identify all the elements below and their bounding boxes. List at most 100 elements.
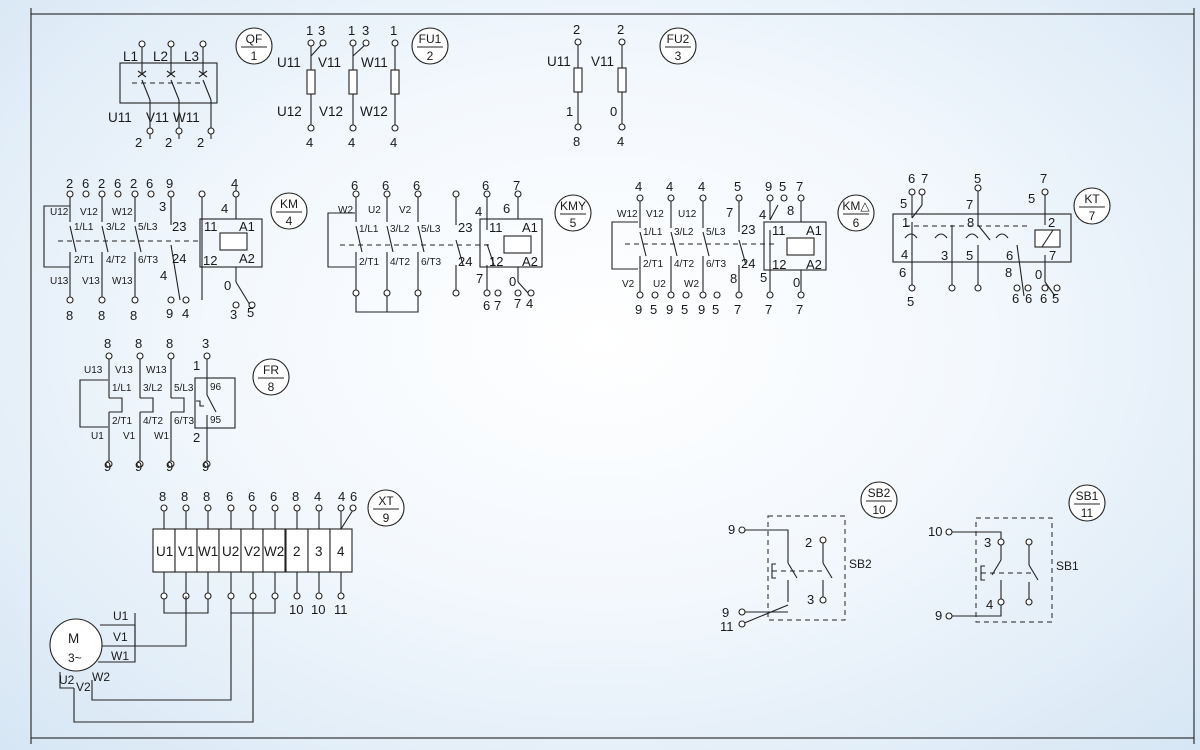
km-top-num: 6 <box>82 176 89 191</box>
qf-breaker <box>119 40 218 139</box>
tag-fu1: FU1 2 <box>411 27 449 65</box>
xt-bottom-num: 10 <box>311 602 325 617</box>
kmd-phase-top: V12 <box>646 209 664 220</box>
fr-bottom-num: 9 <box>135 459 142 474</box>
sb2-contact: 3 <box>807 592 814 607</box>
kmd-aux: 11 <box>772 223 786 238</box>
tag-xt-num: 9 <box>383 511 390 525</box>
kmy-top-num: 6 <box>413 178 420 193</box>
tag-kmd-num: 6 <box>853 216 860 230</box>
kmy-top-num: 6 <box>351 178 358 193</box>
kmy-aux: 12 <box>489 254 503 269</box>
tag-qf-name: QF <box>246 32 263 46</box>
fr-aux: 95 <box>210 415 222 426</box>
kmd-aux: 8 <box>787 203 794 218</box>
kmd-top-num: 7 <box>796 179 803 194</box>
sb1-left-num: 10 <box>928 524 942 539</box>
tag-sb2-num: 10 <box>872 503 886 517</box>
sb2-contact: 2 <box>805 535 812 550</box>
kt-label: 7 <box>1049 248 1056 263</box>
km-top-num: 6 <box>114 176 121 191</box>
kt-label: 1 <box>902 215 909 230</box>
kmy-bottom-num: 6 <box>483 298 490 313</box>
qf-bottom-num: 2 <box>165 135 172 150</box>
kt-bottom-num: 5 <box>907 294 914 309</box>
qf-bottom-num: 2 <box>135 135 142 150</box>
kmd-bottom-num: 7 <box>734 302 741 317</box>
kmy-contactor <box>327 190 543 313</box>
km-contactor <box>43 188 263 309</box>
fr-pole-bot: 6/T3 <box>174 416 194 427</box>
xt-cell: U1 <box>156 544 173 559</box>
fr-bottom-num: 9 <box>202 459 209 474</box>
xt-cell: 4 <box>337 544 345 559</box>
fr-phase-bot: V1 <box>123 431 136 442</box>
kt-label: 6 <box>899 265 906 280</box>
km-aux: 24 <box>172 251 186 266</box>
fr-top-num: 8 <box>104 336 111 351</box>
km-top-num: 2 <box>66 176 73 191</box>
tag-kt-name: KT <box>1084 192 1100 206</box>
fr-aux: 2 <box>193 430 200 445</box>
tag-kmy-name: KMY <box>560 199 586 213</box>
kmd-coil-a1: A1 <box>806 223 822 238</box>
km-phase-bot: V13 <box>82 276 100 287</box>
sb2-label: SB2 <box>849 557 872 571</box>
kmy-aux: 23 <box>458 220 472 235</box>
kt-label: 5 <box>900 196 907 211</box>
kt-label: 3 <box>941 248 948 263</box>
kmy-top-num: 7 <box>513 178 520 193</box>
km-top-num: 4 <box>231 176 238 191</box>
fu1-left-u11: U11 <box>277 55 301 70</box>
kt-bottom-num: 6 <box>1025 291 1032 306</box>
kmy-pole-top: 3/L2 <box>390 224 410 235</box>
kmd-aux: 23 <box>741 222 755 237</box>
fu2-top-num: 2 <box>617 22 624 37</box>
km-pole-bot: 2/T1 <box>74 255 94 266</box>
km-pole-top: 3/L2 <box>106 222 126 233</box>
kt-top-num: 7 <box>1040 171 1047 186</box>
qf-bottom-u11: U11 <box>108 110 132 125</box>
fu1-fuses <box>306 39 400 132</box>
xt-top-num: 8 <box>159 489 166 504</box>
fr-bottom-num: 9 <box>104 459 111 474</box>
kmy-aux: 6 <box>503 201 510 216</box>
fr-bottom-num: 9 <box>166 459 173 474</box>
fu1-right-u12: U12 <box>277 104 302 119</box>
fr-top-num: 8 <box>135 336 142 351</box>
tag-fu2-name: FU2 <box>667 32 690 46</box>
fr-pole-top: 5/L3 <box>174 383 194 394</box>
kt-top-num: 7 <box>966 197 973 212</box>
fu1-right-w12: W12 <box>360 104 388 119</box>
fu1-top-num: 1 <box>390 23 397 38</box>
motor-lead: U2 <box>59 673 75 687</box>
sb1-label: SB1 <box>1056 559 1079 573</box>
motor-lead: W1 <box>111 649 129 663</box>
tag-xt: XT 9 <box>367 489 405 527</box>
kmd-phase-bot: V2 <box>622 279 635 290</box>
km-pole-top: 5/L3 <box>138 222 158 233</box>
kmd-top-num: 4 <box>666 179 673 194</box>
km-aux: 11 <box>204 219 218 234</box>
kt-top-num: 5 <box>974 171 981 186</box>
qf-bottom-w11: W11 <box>173 110 200 125</box>
kmy-phase-top: W2 <box>338 205 353 216</box>
fu1-bottom-num: 4 <box>390 135 397 150</box>
tag-kmd: KM△ 6 <box>837 194 875 232</box>
kt-bottom-num: 6 <box>1040 291 1047 306</box>
km-phase-bot: U13 <box>50 276 69 287</box>
fu1-top-num: 1 <box>348 23 355 38</box>
xt-top-num: 8 <box>203 489 210 504</box>
kmd-bottom-num: 5 <box>650 302 657 317</box>
kmd-pole-top: 1/L1 <box>643 227 663 238</box>
kt-top-num: 5 <box>1028 191 1035 206</box>
fu1-top-num: 1 <box>306 23 313 38</box>
tag-fu1-name: FU1 <box>419 32 442 46</box>
motor-lead: U1 <box>113 609 129 623</box>
kt-timer-relay <box>892 184 1072 297</box>
km-coil-a1: A1 <box>239 219 255 234</box>
xt-cell: 2 <box>293 544 301 559</box>
xt-terminal-block <box>152 504 357 614</box>
km-aux: 4 <box>221 201 228 216</box>
